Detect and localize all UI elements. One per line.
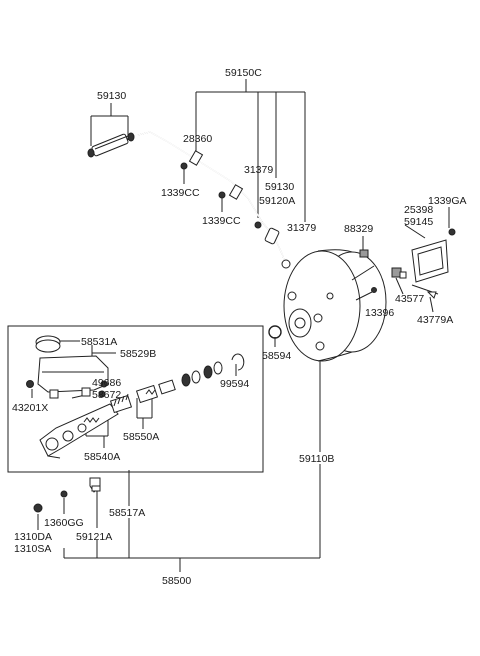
master-cylinder-group-box (7, 325, 264, 473)
vacuum-hose-assembly (87, 131, 291, 269)
label-59130-tube: 59130 (265, 181, 294, 193)
leader-lines (31, 79, 450, 572)
label-59121A: 59121A (76, 531, 112, 543)
booster-gasket-parts (371, 228, 456, 299)
label-58550A: 58550A (123, 431, 159, 443)
label-58500: 58500 (162, 575, 191, 587)
master-cylinder-group (26, 325, 282, 513)
label-13396: 13396 (365, 307, 394, 319)
label-28360: 28360 (183, 133, 212, 145)
label-43201X: 43201X (12, 402, 48, 414)
label-58517A: 58517A (109, 507, 145, 519)
label-58594: 58594 (262, 350, 291, 362)
label-58672: 58672 (92, 389, 121, 401)
label-49686: 49686 (92, 377, 121, 389)
label-25398: 25398 (404, 204, 433, 216)
label-1339CC-lower: 1339CC (202, 215, 241, 227)
label-1339CC-upper: 1339CC (161, 187, 200, 199)
label-1339GA: 1339GA (428, 195, 467, 207)
label-59120A: 59120A (259, 195, 295, 207)
label-1310DA: 1310DA (14, 531, 52, 543)
label-31379-lower: 31379 (287, 222, 316, 234)
label-43779A: 43779A (417, 314, 453, 326)
label-43577: 43577 (395, 293, 424, 305)
label-31379-upper: 31379 (244, 164, 273, 176)
label-58529B: 58529B (120, 348, 156, 360)
brake-booster (283, 249, 387, 362)
label-58540A: 58540A (84, 451, 120, 463)
label-1310SA: 1310SA (14, 543, 51, 555)
label-59130-hose: 59130 (97, 90, 126, 102)
label-1360GG: 1360GG (44, 517, 84, 529)
label-88329: 88329 (344, 223, 373, 235)
label-59150C: 59150C (225, 67, 262, 79)
label-99594: 99594 (220, 378, 249, 390)
label-59145: 59145 (404, 216, 433, 228)
label-59110B: 59110B (299, 453, 334, 465)
label-58531A: 58531A (81, 336, 117, 348)
part-labels: 59150C 59130 28360 31379 1339CC 59130 59… (12, 67, 467, 587)
